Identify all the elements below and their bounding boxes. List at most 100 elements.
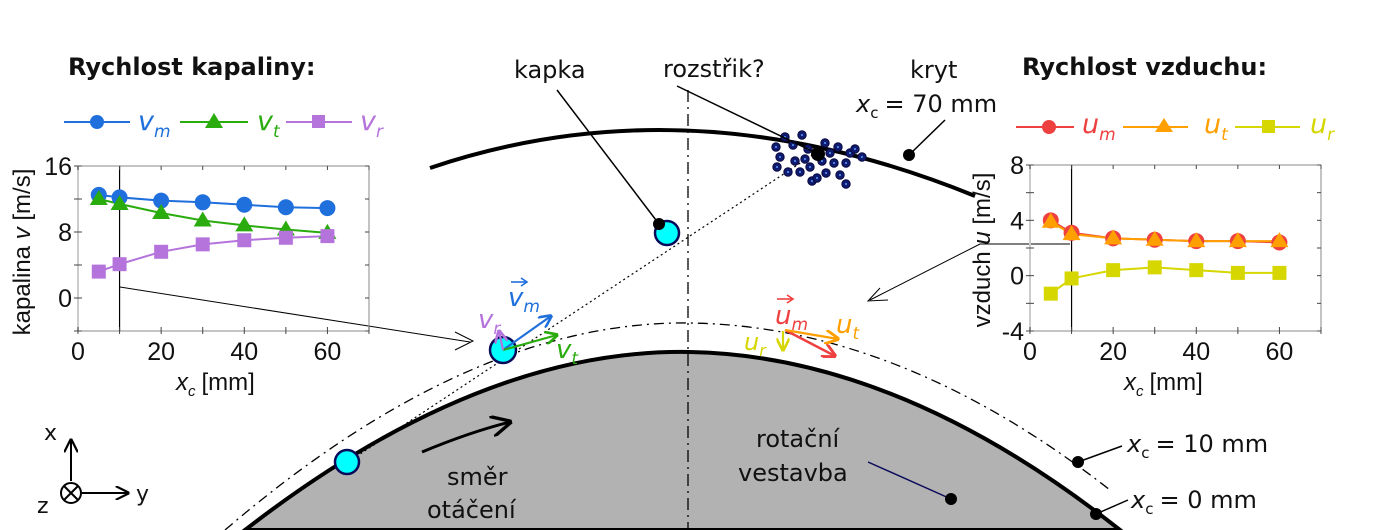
legend-vt-label: vt (257, 106, 281, 142)
liquid-point-v_r (320, 229, 335, 244)
air-chart-title: Rychlost vzduchu: (1022, 53, 1267, 81)
marker-10mm (1072, 456, 1084, 468)
liquid-ytick-label: 8 (58, 219, 72, 247)
liquid-chart-legend: vm vt vr (64, 106, 384, 142)
label-rotor-line2: vestavba (738, 459, 848, 487)
vm-vector-overarrow-icon (511, 277, 529, 287)
legend-vm-marker (90, 115, 104, 129)
splash-droplet-highlight (776, 166, 778, 168)
ut-vector-arrow (784, 328, 838, 339)
air-point-u_r (1189, 263, 1204, 278)
liquid-point-v_r (154, 244, 169, 259)
label-kryt: kryt (910, 56, 957, 84)
air-point-u_r (1147, 260, 1162, 275)
liquid-xtick-label: 40 (230, 338, 258, 366)
air-chart-xlabel: xc[mm] (1123, 369, 1203, 400)
splash-droplet-highlight (792, 144, 794, 146)
splash-droplet-highlight (833, 162, 835, 164)
air-chart-legend: um ut ur (1016, 109, 1335, 145)
label-rotation-line2: otáčení (427, 496, 517, 524)
splash-droplet-highlight (779, 156, 781, 158)
vm-vector-arrow (502, 316, 551, 351)
splash-droplet-highlight (829, 152, 831, 154)
legend-vt-marker (205, 113, 223, 128)
triad-x-label: x (44, 421, 57, 446)
air-point-u_t (1187, 232, 1206, 248)
triad-z-axis-into-page-icon (60, 482, 82, 504)
air-xtick-label: 40 (1182, 338, 1210, 366)
splash-droplet-highlight (837, 146, 839, 148)
air-point-u_r (1064, 271, 1079, 286)
air-series-u_r-line (1050, 266, 1280, 295)
air-point-u_t (1104, 229, 1123, 245)
splash-droplet-highlight (821, 160, 823, 162)
leader-rotor (867, 461, 952, 500)
air-xtick-label: 60 (1266, 338, 1294, 366)
air-xtick-label: 0 (1023, 338, 1037, 366)
ur-label: ur (744, 328, 767, 360)
liquid-point-v_r (112, 257, 127, 272)
drop-on-rotor (333, 448, 361, 476)
liquid-point-v_m (319, 200, 336, 217)
liquid-point-v_r (195, 237, 210, 252)
leader-kryt (908, 119, 946, 156)
liquid-point-v_r (237, 233, 252, 248)
marker-rotor (945, 493, 957, 505)
splash-droplet-highlight (787, 171, 789, 173)
air-point-u_t (1228, 232, 1247, 248)
rotor-body (241, 349, 1124, 530)
liquid-point-v_t (152, 204, 171, 220)
air-point-u_t (1270, 232, 1289, 248)
splash-droplet-highlight (809, 166, 811, 168)
callout-liquid-arrowhead (454, 331, 475, 351)
callout-air-arrowhead (866, 287, 889, 302)
liquid-point-v_r (278, 230, 293, 245)
callout-liquid (119, 286, 471, 343)
trajectory-circle-10mm (224, 322, 1111, 530)
splash-droplet-highlight (854, 148, 856, 150)
axes-triad: x y z (37, 421, 149, 519)
marker-0mm (1090, 508, 1102, 520)
ut-label: ut (836, 310, 860, 344)
splash-droplet-highlight (794, 160, 796, 162)
splash-droplet-highlight (799, 171, 801, 173)
splash-droplet-highlight (804, 158, 806, 160)
legend-vr-marker (312, 115, 325, 128)
splash-droplet-highlight (816, 177, 818, 179)
air-point-u_r (1230, 265, 1245, 280)
liquid-chart-xlabel: xc[mm] (175, 369, 255, 400)
splash-droplet-highlight (825, 172, 827, 174)
label-rotation-line1: směr (447, 463, 508, 491)
um-label: um (775, 301, 808, 335)
air-point-u_t (1041, 212, 1060, 228)
legend-vm-label: vm (138, 106, 171, 142)
liquid-point-v_t (193, 211, 212, 227)
legend-um-label: um (1082, 109, 1116, 145)
drop-trajectory (347, 149, 821, 463)
air-ytick-label: 8 (1010, 152, 1024, 180)
liquid-xtick-label: 0 (71, 338, 85, 366)
label-kapka: kapka (514, 56, 586, 84)
label-rozstrik: rozstřik? (663, 55, 765, 83)
label-position-0mm: xc= 0 mm (1130, 486, 1257, 518)
splash-droplet-highlight (845, 162, 847, 164)
air-point-u_t (1145, 230, 1164, 246)
air-point-u_r (1043, 286, 1058, 301)
splash-droplet-highlight (824, 142, 826, 144)
um-vector-arrow (784, 328, 835, 356)
air-ytick-label: 4 (1010, 207, 1024, 235)
callout-air (869, 243, 1070, 301)
liquid-series-v_r-line (98, 235, 328, 273)
triad-z-label: z (37, 494, 49, 519)
vm-label: vm (508, 283, 540, 317)
splash-droplet-highlight (845, 183, 847, 185)
label-cover-position: xc= 70 mm (855, 90, 997, 122)
legend-ur-label: ur (1310, 109, 1335, 145)
leader-kapka (556, 89, 660, 225)
splash-droplet-highlight (775, 146, 777, 148)
splash-droplet-highlight (839, 174, 841, 176)
vr-label: vr (478, 305, 501, 339)
